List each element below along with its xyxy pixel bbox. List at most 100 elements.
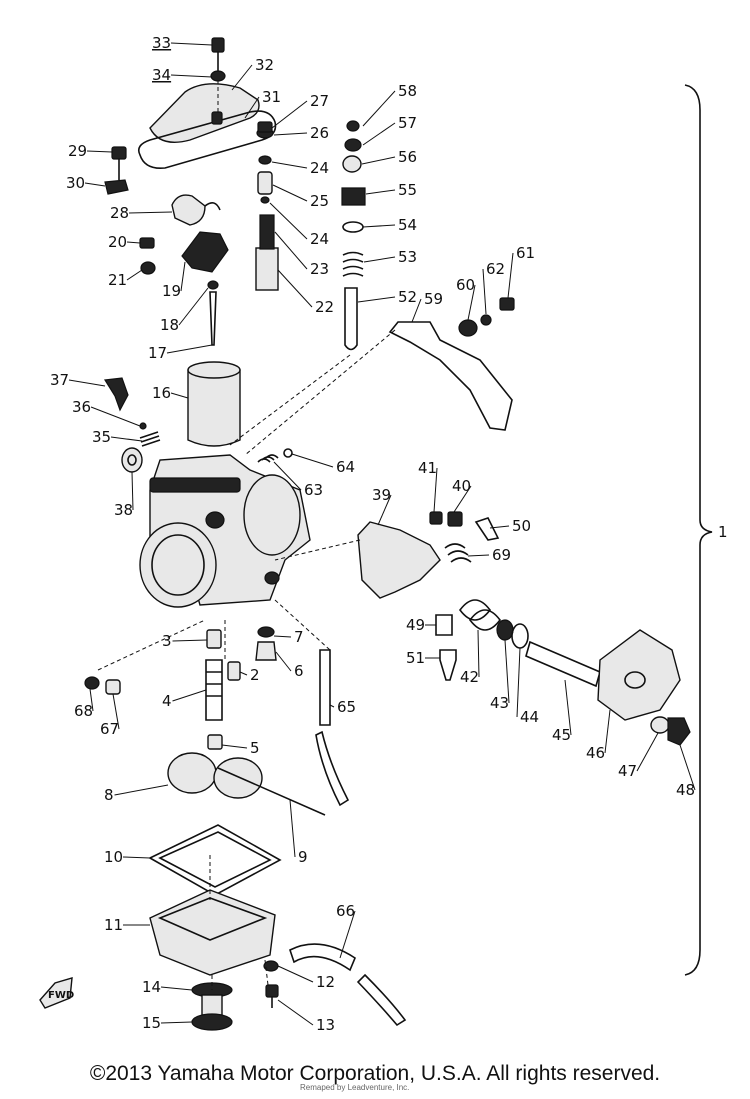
leader-line-19 — [180, 261, 186, 292]
leader-line-58 — [362, 90, 396, 127]
part-label-7: 7 — [294, 628, 304, 646]
leader-line-52 — [357, 296, 396, 303]
leader-line-7 — [273, 635, 292, 638]
starter-assembly — [357, 511, 691, 746]
leader-line-37 — [68, 379, 106, 387]
part-label-10: 10 — [104, 848, 123, 866]
part-label-35: 35 — [92, 428, 111, 446]
callout-labels: 1234567891011121314151617181920212223242… — [50, 34, 728, 1034]
part-label-44: 44 — [520, 708, 539, 726]
part-label-68: 68 — [74, 702, 93, 720]
leader-line-24 — [271, 161, 308, 169]
leader-line-41 — [433, 467, 438, 513]
part-label-6: 6 — [294, 662, 304, 680]
leader-line-56 — [361, 156, 396, 165]
leader-line-4 — [172, 689, 207, 702]
part-label-29: 29 — [68, 142, 87, 160]
leader-line-29 — [86, 150, 113, 153]
needle-slide — [187, 280, 241, 447]
part-label-64: 64 — [336, 458, 355, 476]
part-label-22: 22 — [315, 298, 334, 316]
leader-line-18 — [178, 287, 209, 326]
bowl-and-gasket — [148, 824, 282, 1008]
leader-line-42 — [477, 629, 480, 678]
carburetor-body — [139, 454, 311, 608]
part-label-67: 67 — [100, 720, 119, 738]
leader-line-69 — [467, 554, 490, 557]
part-label-32: 32 — [255, 56, 274, 74]
leader-line-6 — [275, 651, 292, 672]
hoses — [289, 649, 407, 1027]
part-label-24: 24 — [310, 159, 329, 177]
leader-line-12 — [277, 965, 314, 983]
leader-line-48 — [679, 744, 696, 791]
leader-line-23 — [274, 231, 308, 270]
part-label-5: 5 — [250, 739, 260, 757]
lever-59 — [388, 297, 515, 431]
part-label-65: 65 — [337, 698, 356, 716]
part-label-39: 39 — [372, 486, 391, 504]
part-label-42: 42 — [460, 668, 479, 686]
part-label-33: 33 — [152, 34, 171, 52]
leader-line-57 — [362, 122, 396, 146]
leader-line-26 — [273, 132, 308, 136]
leader-line-13 — [277, 999, 314, 1026]
leader-line-31 — [244, 96, 260, 119]
part-label-25: 25 — [310, 192, 329, 210]
leader-line-5 — [221, 744, 248, 749]
part-label-14: 14 — [142, 978, 161, 996]
leader-line-20 — [126, 241, 141, 244]
leader-line-63 — [273, 461, 302, 491]
leader-line-68 — [89, 688, 94, 712]
part-label-56: 56 — [398, 148, 417, 166]
leader-line-35 — [110, 436, 143, 442]
part-label-15: 15 — [142, 1014, 161, 1032]
leader-line-22 — [277, 269, 313, 308]
screw-29-30 — [104, 146, 129, 195]
leader-line-8 — [114, 784, 169, 796]
leader-line-28 — [128, 211, 173, 214]
part-label-37: 37 — [50, 371, 69, 389]
exploded-parts-diagram: FWD 123456789101112131415161718192021222… — [39, 34, 728, 1034]
part-label-48: 48 — [676, 781, 695, 799]
leader-line-39 — [377, 494, 392, 526]
throttle-lever — [139, 194, 229, 275]
part-label-50: 50 — [512, 517, 531, 535]
part-label-47: 47 — [618, 762, 637, 780]
part-label-59: 59 — [424, 290, 443, 308]
leader-line-9 — [289, 799, 296, 858]
part-label-45: 45 — [552, 726, 571, 744]
cable-parts — [341, 120, 366, 351]
svg-text:FWD: FWD — [48, 990, 74, 1001]
part-label-2: 2 — [250, 666, 260, 684]
leader-line-3 — [172, 639, 208, 642]
leader-line-47 — [636, 732, 659, 772]
leader-line-55 — [365, 189, 396, 195]
leader-line-36 — [90, 406, 141, 427]
part-label-36: 36 — [72, 398, 91, 416]
part-label-63: 63 — [304, 481, 323, 499]
part-label-26: 26 — [310, 124, 329, 142]
idle-screw-parts — [103, 377, 161, 473]
leader-line-44 — [516, 647, 521, 718]
part-label-30: 30 — [66, 174, 85, 192]
leader-line-40 — [453, 485, 472, 513]
part-label-21: 21 — [108, 271, 127, 289]
leader-line-46 — [604, 709, 611, 754]
part-label-19: 19 — [162, 282, 181, 300]
part-label-17: 17 — [148, 344, 167, 362]
part-label-58: 58 — [398, 82, 417, 100]
part-label-11: 11 — [104, 916, 123, 934]
part-label-43: 43 — [490, 694, 509, 712]
image-credit: Remaped by Leadventure, Inc. — [300, 1083, 410, 1092]
part-label-34: 34 — [152, 66, 171, 84]
part-label-52: 52 — [398, 288, 417, 306]
leader-line-54 — [362, 224, 396, 228]
part-label-60: 60 — [456, 276, 475, 294]
leader-line-25 — [272, 184, 308, 202]
part-label-27: 27 — [310, 92, 329, 110]
float-and-pin — [167, 752, 326, 816]
leader-line-66 — [339, 910, 356, 959]
part-label-62: 62 — [486, 260, 505, 278]
leader-line-53 — [363, 256, 396, 263]
